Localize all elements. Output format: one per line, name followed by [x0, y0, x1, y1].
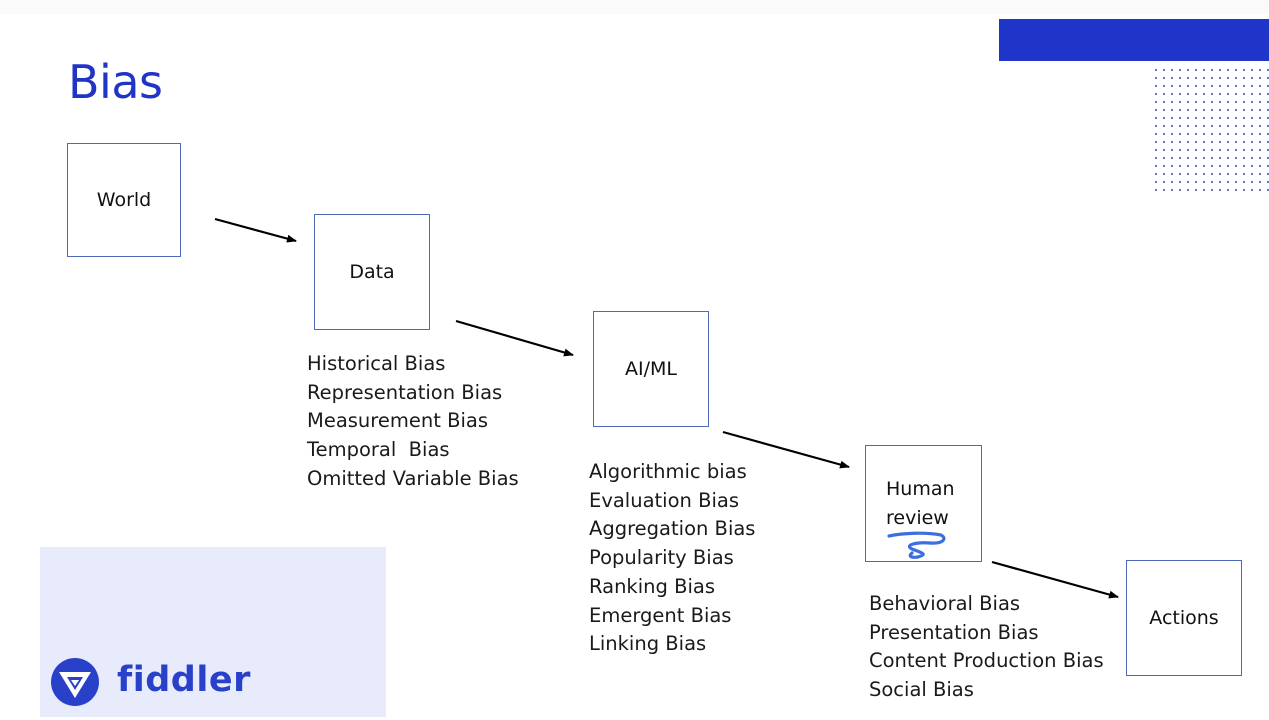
aiml-bias-list: Algorithmic bias Evaluation Bias Aggrega… — [589, 458, 755, 659]
list-item: Popularity Bias — [589, 546, 734, 570]
box-world: World — [67, 143, 181, 257]
list-item: Behavioral Bias — [869, 592, 1021, 615]
dot-pattern — [1152, 66, 1269, 196]
arrow-data-to-aiml — [455, 319, 574, 357]
list-item: Ranking Bias — [589, 574, 715, 598]
logo-text: fiddler — [117, 660, 251, 700]
list-item: Representation Bias — [307, 380, 503, 404]
fiddler-logo-icon — [51, 658, 99, 706]
slide-title: Bias — [68, 55, 163, 109]
box-actions-label: Actions — [1149, 606, 1219, 629]
arrow-aiml-to-human — [722, 430, 850, 469]
human-line1: Human — [886, 477, 955, 500]
list-item: Aggregation Bias — [589, 517, 756, 541]
list-item: Linking Bias — [589, 632, 707, 656]
box-data: Data — [314, 214, 430, 330]
list-item: Algorithmic bias — [589, 460, 747, 483]
list-item: Emergent Bias — [589, 603, 732, 627]
list-item: Measurement Bias — [307, 409, 488, 433]
list-item: Omitted Variable Bias — [307, 466, 519, 490]
arrow-human-to-actions — [991, 560, 1119, 599]
box-world-label: World — [96, 188, 152, 211]
top-strip — [0, 0, 1269, 14]
list-item: Evaluation Bias — [589, 488, 739, 512]
list-item: Content Production Bias — [869, 649, 1104, 673]
logo-panel: fiddler — [40, 547, 386, 717]
accent-bar — [999, 19, 1269, 61]
box-data-label: Data — [349, 260, 395, 283]
list-item: Temporal Bias — [307, 438, 450, 462]
human-bias-list: Behavioral Bias Presentation Bias Conten… — [869, 590, 1104, 705]
list-item: Historical Bias — [307, 352, 446, 375]
box-actions: Actions — [1126, 560, 1242, 676]
human-line2: review — [886, 506, 949, 529]
data-bias-list: Historical Bias Representation Bias Meas… — [307, 350, 519, 494]
list-item: Presentation Bias — [869, 620, 1039, 644]
box-aiml-label: AI/ML — [625, 357, 677, 380]
list-item: Social Bias — [869, 678, 974, 702]
box-human-review-label: Human review — [886, 475, 955, 533]
box-aiml: AI/ML — [593, 311, 709, 427]
arrow-world-to-data — [214, 217, 297, 243]
